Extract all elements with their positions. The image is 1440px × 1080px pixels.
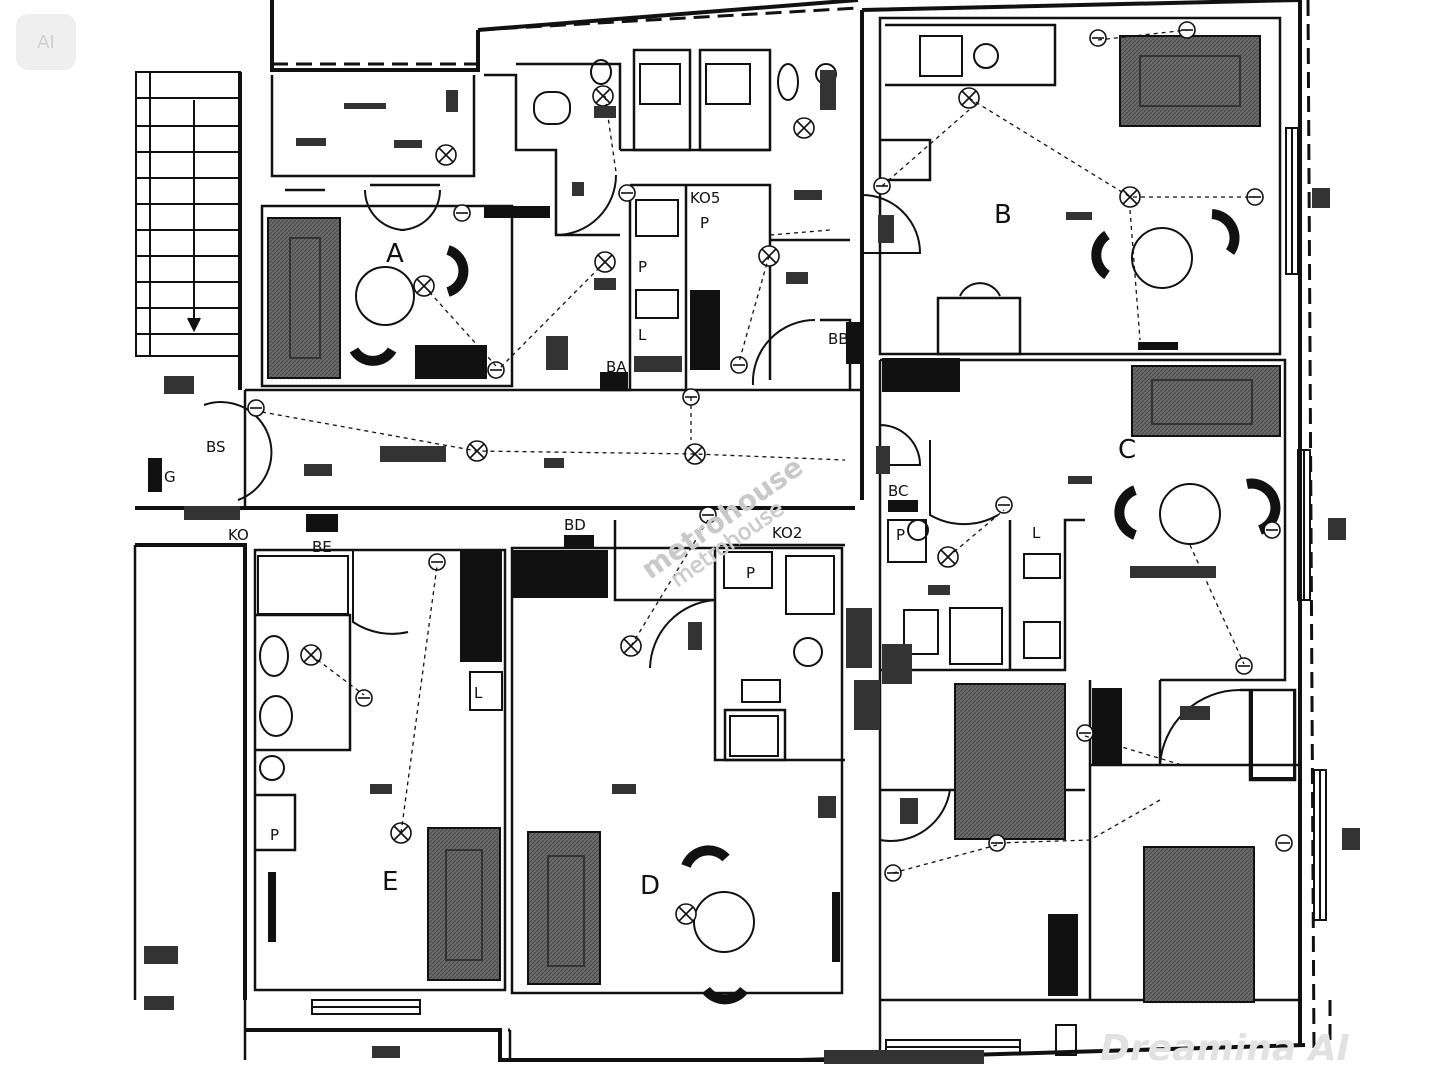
fixtures: [257, 35, 1295, 781]
fixture-p-4: P: [896, 526, 905, 544]
room-label-e: E: [382, 867, 398, 897]
fixture-p-5: P: [270, 826, 279, 844]
furniture-hatched: [267, 35, 1281, 1003]
room-label-d: D: [640, 871, 660, 901]
fixture-l-2: L: [1032, 524, 1041, 542]
code-label-be: BE: [312, 538, 332, 556]
code-label-ko: KO: [228, 526, 249, 544]
fixture-l-1: L: [638, 326, 647, 344]
staircase: [135, 71, 241, 357]
room-label-c: C: [1118, 435, 1136, 465]
fixture-l-3: L: [474, 684, 483, 702]
annotation-marks: [144, 70, 1360, 1064]
tables-and-chairs: [349, 209, 1281, 1005]
watermark-bottom-right: Dreamina AI: [1100, 1028, 1350, 1069]
code-labels: KO5 KO2 KO BA BD BC BE G BS BB: [164, 189, 909, 556]
fixture-p-1: P: [700, 214, 709, 232]
furniture-solid: [148, 206, 1178, 996]
switches-sockets: [247, 21, 1293, 882]
wiring-lines: [261, 29, 1255, 874]
code-label-bb: BB: [828, 330, 849, 348]
windows: [311, 127, 1327, 1056]
code-label-ba: BA: [606, 358, 627, 376]
code-label-ko5: KO5: [690, 189, 720, 207]
fixture-letters: P P L P P L L P: [270, 214, 1041, 844]
interior-walls: [133, 16, 1300, 1060]
ai-badge: AI: [16, 14, 76, 70]
code-label-bd: BD: [564, 516, 586, 534]
room-labels: A B C D E: [382, 200, 1136, 901]
code-label-bc: BC: [888, 482, 909, 500]
code-label-bs: BS: [206, 438, 226, 456]
code-label-g: G: [164, 468, 176, 486]
room-label-a: A: [386, 239, 404, 269]
door-swings: [203, 174, 1241, 842]
ai-badge-text: AI: [37, 31, 55, 53]
code-label-ko2: KO2: [772, 524, 802, 542]
fixture-p-3: P: [746, 564, 755, 582]
fixture-p-2: P: [638, 258, 647, 276]
room-label-b: B: [994, 200, 1012, 230]
